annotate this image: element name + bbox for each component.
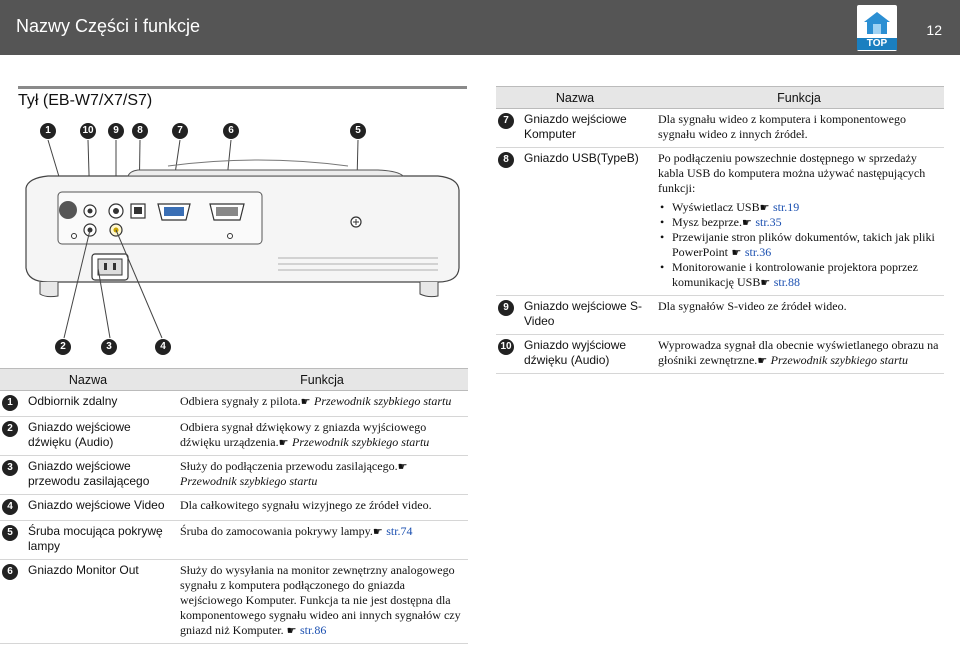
row-func: Służy do podłączenia przewodu zasilające…: [176, 455, 468, 495]
row-name: Gniazdo wyjściowe dźwięku (Audio): [520, 334, 654, 374]
table-header-row: Nazwa Funkcja: [0, 368, 468, 391]
row-func: Dla całkowitego sygnału wizyjnego ze źró…: [176, 494, 468, 521]
hand-pointer-icon: ☛: [759, 201, 773, 214]
page-ref-link[interactable]: str.86: [300, 623, 327, 637]
guide-ref: Przewodnik szybkiego startu: [770, 353, 908, 367]
row-func-text: Po podłączeniu powszechnie dostępnego w …: [658, 151, 926, 195]
callout-4: 4: [155, 339, 171, 355]
table-header-row: Nazwa Funkcja: [496, 86, 944, 109]
section-rule: [18, 86, 467, 89]
row-number: 1: [2, 395, 18, 411]
row-number: 6: [2, 564, 18, 580]
page-ref-link[interactable]: str.88: [773, 275, 801, 289]
callout-1: 1: [40, 123, 56, 139]
row-func: Wyprowadza sygnał dla obecnie wyświetlan…: [654, 334, 944, 374]
row-name: Gniazdo wejściowe dźwięku (Audio): [24, 416, 176, 456]
row-number: 3: [2, 460, 18, 476]
callout-5: 5: [350, 123, 366, 139]
page-ref-link[interactable]: str.19: [772, 200, 800, 214]
list-item: Mysz bezprze.☛ str.35: [658, 215, 940, 230]
row-name: Gniazdo USB(TypeB): [520, 147, 654, 296]
row-func: Dla sygnałów S-video ze źródeł wideo.: [654, 295, 944, 335]
right-spec-table: Nazwa Funkcja 7 Gniazdo wejściowe Komput…: [496, 86, 944, 374]
row-number: 7: [498, 113, 514, 129]
row-name: Gniazdo wejściowe S-Video: [520, 295, 654, 335]
table-row: 9 Gniazdo wejściowe S-Video Dla sygnałów…: [496, 295, 944, 335]
row-number: 8: [498, 152, 514, 168]
row-func: Po podłączeniu powszechnie dostępnego w …: [654, 147, 944, 296]
left-spec-table: Nazwa Funkcja 1 Odbiornik zdalny Odbiera…: [0, 368, 468, 644]
callout-9: 9: [108, 123, 124, 139]
hand-pointer-icon: ☛: [278, 436, 292, 449]
table-row: 1 Odbiornik zdalny Odbiera sygnały z pil…: [0, 390, 468, 417]
row-func: Służy do wysyłania na monitor zewnętrzny…: [176, 559, 468, 644]
row-name: Odbiornik zdalny: [24, 390, 176, 417]
row-func: Dla sygnału wideo z komputera i komponen…: [654, 108, 944, 148]
hand-pointer-icon: ☛: [728, 246, 745, 259]
feature-list: Wyświetlacz USB☛ str.19 Mysz bezprze.☛ s…: [658, 200, 940, 290]
hand-pointer-icon: ☛: [300, 395, 314, 408]
row-func: Odbiera sygnał dźwiękowy z gniazda wyjśc…: [176, 416, 468, 456]
callout-8: 8: [132, 123, 148, 139]
column-header-name: Nazwa: [496, 86, 654, 109]
page-ref-link[interactable]: str.74: [386, 524, 413, 538]
column-header-func: Funkcja: [176, 368, 468, 391]
page-ref-link[interactable]: str.35: [755, 215, 782, 229]
row-func: Odbiera sygnały z pilota.☛ Przewodnik sz…: [176, 390, 468, 417]
row-number: 9: [498, 300, 514, 316]
table-row: 4 Gniazdo wejściowe Video Dla całkowiteg…: [0, 494, 468, 521]
table-row: 8 Gniazdo USB(TypeB) Po podłączeniu pows…: [496, 147, 944, 296]
callout-3: 3: [101, 339, 117, 355]
table-row: 5 Śruba mocująca pokrywę lampy Śruba do …: [0, 520, 468, 560]
table-row: 6 Gniazdo Monitor Out Służy do wysyłania…: [0, 559, 468, 644]
row-number: 2: [2, 421, 18, 437]
row-number: 5: [2, 525, 18, 541]
row-name: Gniazdo wejściowe Video: [24, 494, 176, 521]
section-title: Tył (EB-W7/X7/S7): [18, 92, 153, 109]
hand-pointer-icon: ☛: [760, 276, 774, 289]
list-item: Monitorowanie i kontrolowanie projektora…: [658, 260, 940, 290]
page-title: Nazwy Części i funkcje: [16, 16, 201, 36]
page-header: Nazwy Części i funkcje TOP 12: [0, 0, 960, 55]
guide-ref: Przewodnik szybkiego startu: [180, 474, 318, 488]
projector-rear-diagram: [25, 139, 460, 339]
list-item: Wyświetlacz USB☛ str.19: [658, 200, 940, 215]
row-name: Śruba mocująca pokrywę lampy: [24, 520, 176, 560]
page-number: 12: [926, 22, 942, 38]
guide-ref: Przewodnik szybkiego startu: [291, 435, 430, 449]
row-func: Śruba do zamocowania pokrywy lampy.☛ str…: [176, 520, 468, 560]
page-ref-link[interactable]: str.36: [744, 245, 772, 259]
row-name: Gniazdo wejściowe Komputer: [520, 108, 654, 148]
top-label: TOP: [857, 38, 897, 50]
list-item: Przewijanie stron plików dokumentów, tak…: [658, 230, 940, 260]
callout-7: 7: [172, 123, 188, 139]
table-row: 3 Gniazdo wejściowe przewodu zasilająceg…: [0, 455, 468, 495]
hand-pointer-icon: ☛: [397, 460, 408, 473]
callout-10: 10: [80, 123, 96, 139]
hand-pointer-icon: ☛: [741, 216, 756, 229]
row-number: 4: [2, 499, 18, 515]
home-icon: [864, 12, 890, 34]
table-row: 7 Gniazdo wejściowe Komputer Dla sygnału…: [496, 108, 944, 148]
hand-pointer-icon: ☛: [757, 354, 771, 367]
table-row: 2 Gniazdo wejściowe dźwięku (Audio) Odbi…: [0, 416, 468, 456]
column-header-func: Funkcja: [654, 86, 944, 109]
top-link-button[interactable]: TOP: [857, 5, 897, 51]
guide-ref: Przewodnik szybkiego startu: [314, 394, 452, 408]
hand-pointer-icon: ☛: [372, 525, 387, 538]
hand-pointer-icon: ☛: [286, 624, 300, 637]
row-number: 10: [498, 339, 514, 355]
row-name: Gniazdo Monitor Out: [24, 559, 176, 644]
table-row: 10 Gniazdo wyjściowe dźwięku (Audio) Wyp…: [496, 334, 944, 374]
callout-2: 2: [55, 339, 71, 355]
column-header-name: Nazwa: [0, 368, 176, 391]
callout-6: 6: [223, 123, 239, 139]
row-name: Gniazdo wejściowe przewodu zasilającego: [24, 455, 176, 495]
